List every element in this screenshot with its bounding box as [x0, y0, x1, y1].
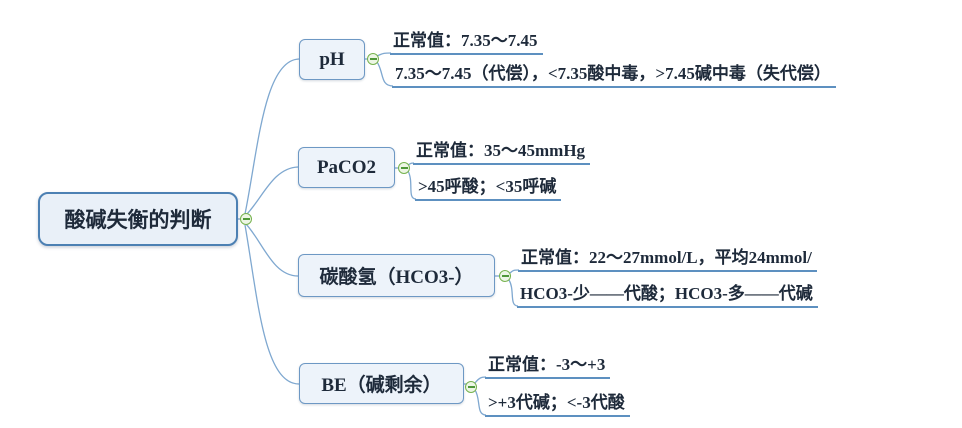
connector-be-child2	[474, 389, 487, 416]
root-topic[interactable]: 酸碱失衡的判断	[38, 192, 238, 246]
subtopic-paco2-interpretation[interactable]: >45呼酸；<35呼碱	[415, 176, 562, 201]
collapse-icon[interactable]	[367, 53, 379, 65]
subtopic-ph-normal[interactable]: 正常值：7.35～7.45	[390, 30, 543, 55]
connector-hco3-child2	[508, 279, 519, 307]
subtopic-paco2-normal[interactable]: 正常值：35～45mmHg	[413, 140, 591, 165]
root-topic-label: 酸碱失衡的判断	[64, 208, 212, 232]
connector-root-be	[244, 224, 300, 385]
subtopic-be-normal[interactable]: 正常值：-3～+3	[485, 354, 611, 379]
connector-root-paco2	[244, 166, 299, 217]
topic-ph-label: pH	[319, 48, 345, 70]
subtopic-hco3-interpretation[interactable]: HCO3-少——代酸；HCO3-多——代碱	[517, 283, 818, 308]
subtopic-hco3-normal[interactable]: 正常值：22～27mmol/L，平均24mmol/	[518, 247, 817, 272]
connector-root-ph	[244, 58, 300, 215]
collapse-icon[interactable]	[240, 213, 252, 225]
collapse-icon[interactable]	[465, 381, 477, 393]
connector-be-child1	[474, 376, 487, 384]
connector-root-hco3	[244, 222, 299, 277]
collapse-icon[interactable]	[398, 162, 410, 174]
topic-hco3-label: 碳酸氢（HCO3-）	[319, 267, 474, 288]
topic-be[interactable]: BE（碱剩余）	[299, 363, 464, 404]
topic-ph[interactable]: pH	[299, 39, 365, 80]
topic-paco2[interactable]: PaCO2	[298, 147, 395, 188]
topic-be-label: BE（碱剩余）	[321, 375, 442, 396]
topic-paco2-label: PaCO2	[316, 156, 377, 178]
connector-ph-child1	[376, 52, 392, 57]
subtopic-ph-interpretation[interactable]: 7.35～7.45（代偿），<7.35酸中毒，>7.45碱中毒（失代偿）	[392, 63, 836, 88]
topic-hco3[interactable]: 碳酸氢（HCO3-）	[298, 254, 495, 297]
connector-paco2-child2	[407, 170, 417, 200]
subtopic-be-interpretation[interactable]: >+3代碱；<-3代酸	[485, 392, 630, 417]
connector-ph-child2	[376, 61, 394, 87]
collapse-icon[interactable]	[499, 270, 511, 282]
